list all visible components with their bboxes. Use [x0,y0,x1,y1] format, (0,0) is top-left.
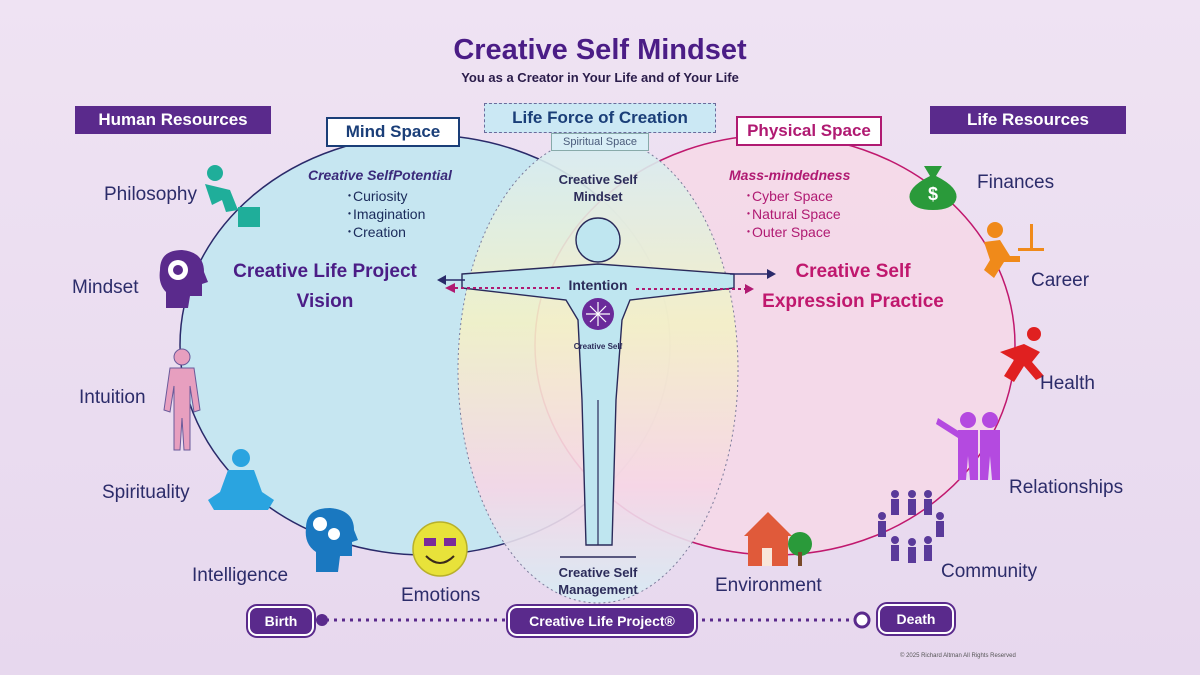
expression-arrow [636,269,776,294]
page-title: Creative Self Mindset [453,34,747,66]
intuition-label: Intuition [79,387,146,408]
mindset-label: Mindset [72,277,139,298]
spiritual-space-label: Spiritual Space [551,133,649,151]
mass-mindedness-heading: Mass-mindedness [729,167,851,183]
vision-line-1: Creative Life Project [233,261,417,282]
human-resources-header: Human Resources [75,106,271,134]
creative-self-expression-practice: Creative Self Expression Practice [748,257,958,317]
creative-life-project-vision: Creative Life Project Vision [212,257,438,317]
curiosity-item: ･Curiosity [346,188,408,204]
cyber-space-item: ･Cyber Space [745,188,833,204]
birth-pill: Birth [248,606,314,636]
creative-self-management-label: Creative Self Management [540,564,656,598]
mind-space-label: Mind Space [326,117,460,147]
money-bag-icon: $ [909,166,957,210]
head-mindset-icon [159,250,208,308]
natural-space-item: ･Natural Space [745,206,841,222]
relationships-label: Relationships [1009,477,1124,498]
thinker-icon [205,165,260,227]
meditation-icon [208,449,274,510]
creative-life-project-pill: Creative Life Project® [508,606,696,636]
management-line-2: Management [558,582,638,597]
management-line-1: Creative Self [558,565,638,580]
runner-icon [1000,327,1044,382]
creative-self-badge [582,298,614,330]
physical-space-label: Physical Space [736,116,882,146]
house-tree-icon [744,512,812,566]
creation-item: ･Creation [346,224,406,240]
mindset-center-line-2: Mindset [573,189,623,204]
death-pill: Death [878,604,954,634]
emotions-label: Emotions [401,585,481,606]
creative-self-label: Creative Self [573,342,623,351]
environment-label: Environment [715,575,822,596]
philosophy-label: Philosophy [104,184,197,205]
mindset-center-line-1: Creative Self [558,172,638,187]
head-gears-icon [305,508,358,572]
community-label: Community [941,561,1038,582]
intention-label: Intention [568,277,628,293]
svg-text:$: $ [928,184,938,204]
life-timeline [316,611,871,629]
desk-worker-icon [984,222,1044,278]
creative-self-mindset-label: Creative Self Mindset [540,171,656,205]
vision-arrow [437,275,560,293]
health-label: Health [1040,373,1095,394]
body-aura-icon [163,348,201,451]
career-label: Career [1031,270,1090,291]
human-figure [461,217,735,546]
creative-selfpotential-heading: Creative SelfPotential [308,167,452,183]
imagination-item: ･Imagination [346,206,426,222]
life-force-label: Life Force of Creation [484,103,716,133]
practice-line-1: Creative Self [795,261,911,282]
smiley-sunglasses-icon [412,521,468,577]
finances-label: Finances [977,172,1055,193]
outer-space-item: ･Outer Space [745,224,831,240]
intelligence-label: Intelligence [192,565,289,586]
crowd-icon [878,490,944,563]
two-people-icon [936,412,1000,480]
page-subtitle: You as a Creator in Your Life and of You… [461,70,739,85]
practice-line-2: Expression Practice [762,291,944,312]
spirituality-label: Spirituality [102,482,190,503]
vision-line-2: Vision [296,291,354,312]
life-resources-header: Life Resources [930,106,1126,134]
copyright-notice: © 2025 Richard Altman All Rights Reserve… [900,653,1016,659]
